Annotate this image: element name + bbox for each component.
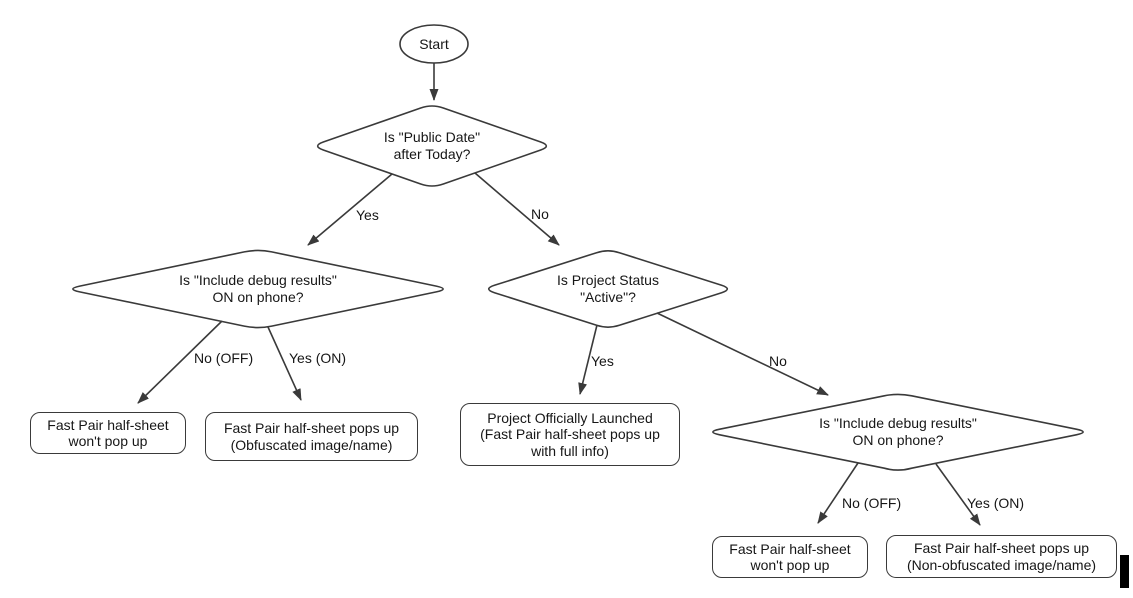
edge-label-public-date-yes: Yes [356,207,379,223]
edge-project-status-no [656,312,829,396]
edge-label-debug-right-yes-on: Yes (ON) [967,495,1025,511]
outcome-no-popup-right-label: Fast Pair half-sheet won't pop up [729,540,851,574]
edge-project-status-yes [578,324,598,395]
outcome-non-obfuscated-label: Fast Pair half-sheet pops up (Non-obfusc… [906,540,1097,573]
edge-public-date-yes [307,173,393,246]
decision-public-date-shape [316,105,548,187]
edge-label-debug-left-no-off: No (OFF) [194,350,254,366]
edge-public-date-no [474,172,560,246]
edge-label-debug-right-no-off: No (OFF) [842,495,902,511]
outcome-launched-label: Project Officially Launched (Fast Pair h… [480,409,660,459]
edge-debug-right-no-off [817,462,859,524]
outcome-no-popup-left-box: Fast Pair half-sheet won't pop up [30,412,186,454]
start-terminator-shape [399,24,469,64]
outcome-launched-box: Project Officially Launched (Fast Pair h… [460,403,680,466]
edge-label-public-date-no: No [531,206,549,222]
decision-debug-right-shape [712,393,1084,471]
decision-debug-left-shape [72,249,444,329]
outcome-non-obfuscated-box: Fast Pair half-sheet pops up (Non-obfusc… [886,535,1117,578]
decision-project-status-shape [487,250,729,328]
text-caret [1120,555,1129,588]
edge-label-project-status-yes: Yes [591,353,614,369]
outcome-obfuscated-box: Fast Pair half-sheet pops up (Obfuscated… [205,412,418,461]
outcome-obfuscated-label: Fast Pair half-sheet pops up (Obfuscated… [223,420,400,453]
edge-label-project-status-no: No [769,353,787,369]
outcome-no-popup-left-label: Fast Pair half-sheet won't pop up [47,416,169,450]
outcome-no-popup-right-box: Fast Pair half-sheet won't pop up [712,536,868,578]
edge-label-debug-left-yes-on: Yes (ON) [289,350,347,366]
edge-debug-right-yes-on [935,463,981,526]
edge-debug-left-yes-on [267,326,302,401]
edge-debug-left-no-off [137,320,223,404]
